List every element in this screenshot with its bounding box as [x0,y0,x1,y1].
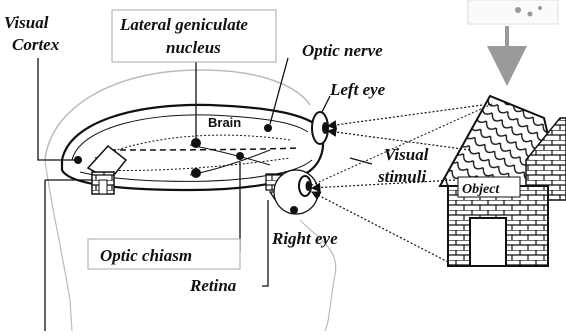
lgn-dot-lower [191,168,201,178]
label-lgn-2: nucleus [166,38,221,57]
left-eye-icon [312,112,328,144]
label-visual-cortex-2: Cortex [12,35,60,54]
nerve-dot [264,124,272,132]
label-optic-nerve: Optic nerve [302,41,383,60]
label-left-eye: Left eye [329,80,386,99]
label-brain: Brain [208,115,241,130]
label-right-eye: Right eye [271,229,338,248]
lgn-dot-upper [191,138,201,148]
object-house [440,96,566,266]
label-object: Object [462,182,500,197]
label-visual-stimuli-1: Visual [384,145,429,164]
optic-chiasm-dot [236,152,244,160]
label-visual-stimuli-2: stimuli [377,167,426,186]
right-eye-icon [274,170,318,214]
label-visual-cortex-1: Visual [4,13,49,32]
label-lgn-1: Lateral geniculate [119,15,248,34]
label-optic-chiasm: Optic chiasm [100,246,192,265]
label-retina: Retina [189,276,237,295]
stimulus-source-fragment [468,0,558,24]
